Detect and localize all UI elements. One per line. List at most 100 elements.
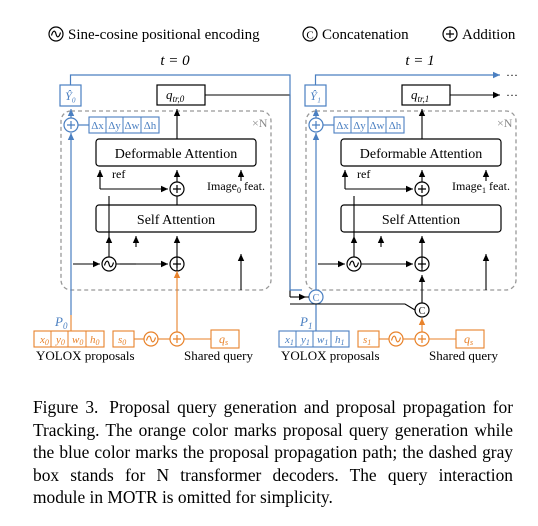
svg-text:y0: y0: [55, 334, 65, 347]
sine-cosine-icon: [346, 256, 362, 272]
svg-text:qs: qs: [219, 332, 228, 347]
deformable-attention-box: [340, 138, 502, 167]
concat-symbol: C: [306, 30, 313, 42]
s-label: s: [363, 334, 367, 346]
addition-icon-blue: [308, 117, 324, 133]
sine-cosine-icon: [101, 256, 117, 272]
p-label: P: [54, 314, 63, 329]
svg-text:y1: y1: [300, 334, 310, 347]
shared-query-label: Shared query: [429, 348, 498, 363]
times-n-label: ×N: [252, 116, 268, 130]
image-feat-label: Image: [207, 179, 237, 193]
self-attention-box: [95, 204, 257, 233]
self-attention-label: Self Attention: [382, 213, 460, 228]
deformable-attention-label: Deformable Attention: [115, 147, 237, 162]
figure-caption: Figure 3. Proposal query generation and …: [33, 396, 513, 509]
p-label: P: [299, 314, 308, 329]
q-tr-label: q: [166, 87, 173, 102]
connectors: [318, 91, 500, 303]
svg-text:qs: qs: [464, 332, 473, 347]
svg-text:s0: s0: [118, 334, 126, 347]
delta-x: Δx: [91, 120, 104, 132]
generation-path: [70, 271, 211, 340]
deformable-attention-box: [95, 138, 257, 167]
delta-w: Δw: [369, 120, 384, 132]
image-feat-label: Image: [452, 179, 482, 193]
ellipsis: ···: [506, 68, 518, 82]
s-sub: 0: [122, 338, 126, 347]
yolox-proposals-label: YOLOX proposals: [36, 348, 135, 363]
yolox-proposals-label: YOLOX proposals: [281, 348, 380, 363]
sine-cosine-icon: [48, 26, 64, 42]
svg-text:C: C: [313, 293, 320, 304]
image-feat-sub: 1: [482, 186, 486, 195]
delta-w: Δw: [124, 120, 139, 132]
sine-cosine-icon-orange: [143, 331, 159, 347]
addition-icon: [442, 26, 458, 42]
legend: Sine-cosine positional encoding C Concat…: [48, 26, 516, 43]
deformable-attention-label: Deformable Attention: [360, 147, 482, 162]
delta-boxes: Δx Δy Δw Δh: [88, 116, 160, 134]
concatenation-icon: C: [414, 302, 430, 318]
svg-text:qtr,0: qtr,0: [166, 87, 185, 104]
addition-icon-blue: [63, 117, 79, 133]
panel-t0: t = 0 ×N Ŷ₀ qtr,0 Δx Δy Δw Δh Deformable…: [33, 53, 306, 363]
propagation-path: [67, 74, 302, 315]
svg-text:C: C: [419, 306, 426, 317]
propagation-path: [312, 71, 500, 331]
p-sub: 1: [308, 321, 313, 331]
qs-sub: s: [470, 338, 473, 347]
s-sub: 1: [367, 338, 371, 347]
yolox-proposal-boxes: x0 y0 w0 h0: [33, 330, 105, 348]
svg-text:P0: P0: [54, 314, 68, 331]
self-attention-label: Self Attention: [137, 213, 215, 228]
image-feat-suffix: feat.: [241, 179, 265, 193]
delta-boxes: Δx Δy Δw Δh: [333, 116, 405, 134]
panel-t1: t = 1 ×N Ŷ₁ qtr,1 Δx Δy Δw Δh Deformable…: [278, 53, 518, 363]
yolox-proposal-boxes: x1 y1 w1 h1: [278, 330, 350, 348]
svg-text:Image1 feat.: Image1 feat.: [452, 179, 510, 195]
caption-label: Figure 3.: [33, 397, 99, 417]
decoder-dashed-box: [60, 110, 272, 291]
svg-text:x0: x0: [39, 334, 49, 347]
generation-path: [379, 318, 456, 340]
ellipsis: ···: [506, 88, 518, 102]
qs-label: q: [219, 332, 225, 346]
svg-text:s1: s1: [363, 334, 371, 347]
legend-addition: Addition: [462, 27, 516, 43]
time-label: t = 1: [405, 53, 434, 69]
self-attention-box: [340, 204, 502, 233]
y-hat-label: Ŷ₀: [65, 89, 76, 103]
ref-label: ref: [357, 167, 370, 181]
delta-h: Δh: [144, 120, 157, 132]
qs-label: q: [464, 332, 470, 346]
diagram: Sine-cosine positional encoding C Concat…: [33, 26, 518, 363]
svg-text:Image0 feat.: Image0 feat.: [207, 179, 265, 195]
y-hat-label: Ŷ₁: [310, 89, 321, 103]
delta-h: Δh: [389, 120, 402, 132]
delta-x: Δx: [336, 120, 349, 132]
svg-text:w1: w1: [317, 334, 328, 347]
q-tr-sub: tr,0: [173, 94, 185, 104]
svg-text:x1: x1: [284, 334, 294, 347]
svg-text:qtr,1: qtr,1: [411, 87, 429, 104]
svg-text:h0: h0: [90, 334, 100, 347]
legend-positional-encoding: Sine-cosine positional encoding: [68, 27, 260, 43]
decoder-dashed-box: [305, 110, 517, 291]
addition-icon-orange: [414, 331, 430, 347]
addition-icon: [169, 181, 185, 197]
image-feat-sub: 0: [237, 186, 241, 195]
caption-text: Proposal query generation and proposal p…: [33, 397, 513, 507]
image-feat-suffix: feat.: [486, 179, 510, 193]
shared-query-label: Shared query: [184, 348, 253, 363]
delta-y: Δy: [353, 120, 366, 132]
q-tr-sub: tr,1: [418, 94, 430, 104]
delta-y: Δy: [108, 120, 121, 132]
legend-concatenation: Concatenation: [322, 27, 409, 43]
times-n-label: ×N: [497, 116, 513, 130]
svg-text:h1: h1: [335, 334, 345, 347]
time-label: t = 0: [160, 53, 190, 69]
s-label: s: [118, 334, 122, 346]
q-tr-label: q: [411, 87, 418, 102]
concatenation-icon: C: [308, 289, 324, 305]
